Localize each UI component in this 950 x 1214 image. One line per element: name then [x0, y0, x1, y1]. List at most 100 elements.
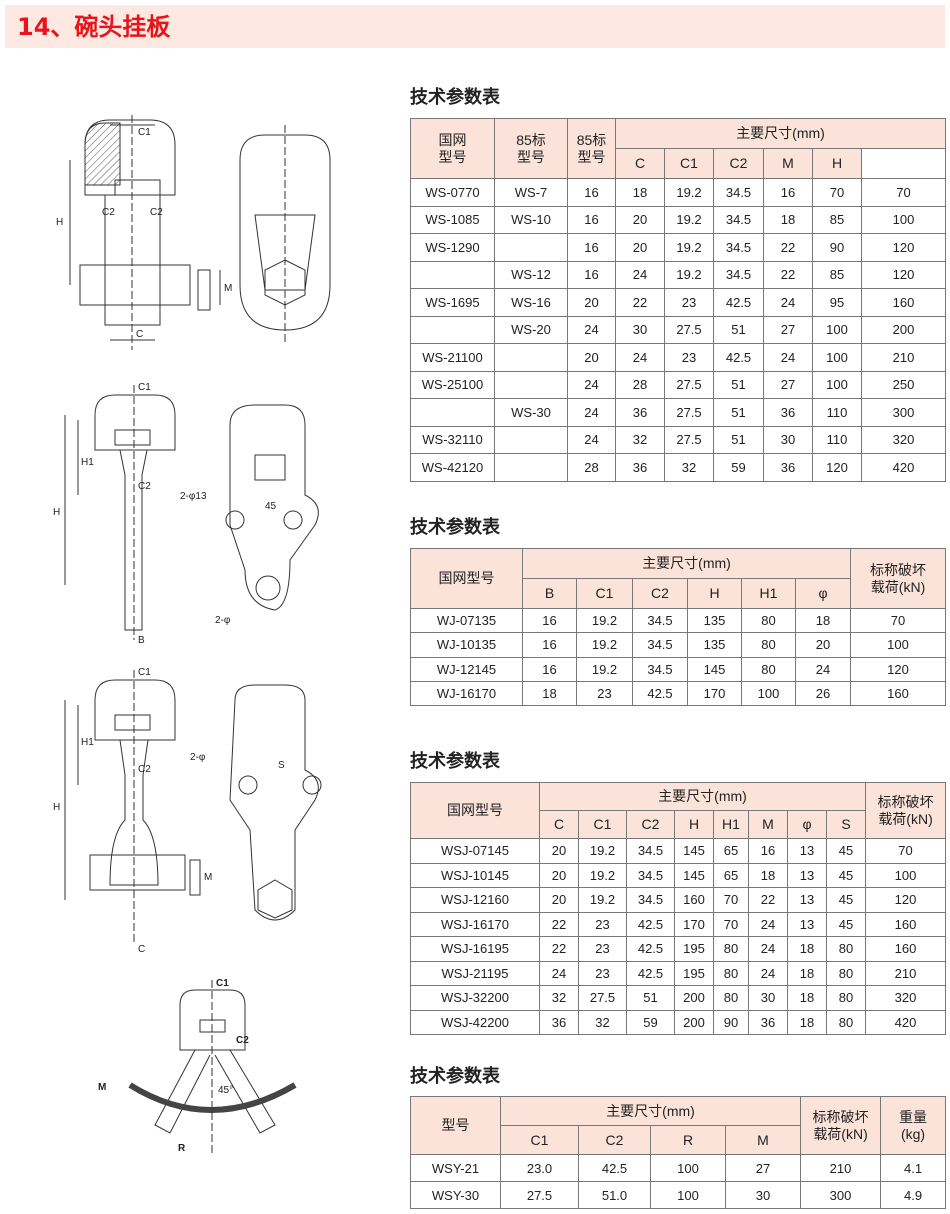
column-header: H1 — [741, 578, 796, 609]
table-cell: 110 — [812, 425, 862, 454]
fig3-m-label: M — [204, 872, 212, 883]
table-cell: WS-0770 — [410, 178, 495, 207]
table-cell: 20 — [567, 288, 616, 317]
fig4-angle-label: 45° — [218, 1085, 233, 1096]
column-header: C2 — [632, 578, 688, 609]
table-cell: 19.2 — [578, 838, 627, 864]
column-header: 型号 — [410, 1096, 501, 1155]
column-header: 重量(kg) — [880, 1096, 947, 1155]
table-cell: 170 — [674, 911, 714, 937]
table-cell: 65 — [713, 838, 749, 864]
fig2-h-label: H — [53, 507, 60, 518]
header-row: 型号主要尺寸(mm)标称破坏载荷(kN)重量(kg) — [410, 1096, 947, 1155]
table-cell: 16 — [522, 656, 577, 682]
table-cell: 19.2 — [578, 862, 627, 888]
table-cell — [494, 453, 568, 482]
fig3-c1-label: C1 — [138, 667, 151, 678]
table-cell: 80 — [741, 607, 796, 634]
table-cell: 24 — [748, 911, 788, 937]
table-cell: 80 — [741, 656, 796, 682]
table-cell: 24 — [748, 936, 788, 962]
table-cell: 20 — [615, 205, 665, 234]
table-cell: 45 — [825, 887, 867, 913]
table-cell: 22 — [539, 911, 579, 937]
column-header: 标称破坏载荷(kN) — [800, 1096, 882, 1155]
fig2-hole2-label: 2-φ — [215, 615, 231, 626]
column-header: H1 — [713, 810, 749, 839]
table-cell: 4.9 — [880, 1181, 947, 1209]
table-cell: 42.5 — [632, 680, 688, 707]
table-cell: 27 — [763, 315, 813, 344]
table-cell: 24 — [763, 343, 813, 372]
table-cell — [410, 260, 495, 289]
table-cell: 42.5 — [626, 936, 675, 962]
table-cell: 27.5 — [664, 370, 714, 399]
table-cell: 23 — [578, 936, 627, 962]
table-cell: 18 — [787, 936, 827, 962]
table-cell: 18 — [615, 178, 665, 207]
table-cell: 32 — [539, 985, 579, 1011]
table-cell: 320 — [860, 425, 947, 454]
table-cell: 18 — [794, 607, 852, 634]
table-cell: 23 — [578, 911, 627, 937]
table-cell: 80 — [825, 1009, 867, 1035]
table-cell: 420 — [860, 453, 947, 482]
column-header: φ — [787, 810, 827, 839]
table-cell: 27 — [724, 1154, 802, 1182]
table-cell: 210 — [865, 960, 947, 986]
table-cell: 120 — [850, 656, 947, 682]
table-cell: 195 — [674, 960, 714, 986]
table-cell: 22 — [539, 936, 579, 962]
table-cell: 13 — [787, 887, 827, 913]
table-cell: 420 — [865, 1009, 947, 1035]
table-cell: 100 — [860, 205, 947, 234]
table-cell: 80 — [825, 960, 867, 986]
table-cell: 34.5 — [626, 887, 675, 913]
table-cell: 145 — [687, 656, 742, 682]
table-cell: 16 — [748, 838, 788, 864]
table-cell: WS-16 — [494, 288, 568, 317]
table-cell: WSJ-10145 — [410, 862, 540, 888]
table-cell: 59 — [626, 1009, 675, 1035]
spec-table-ws: 国网型号85标型号85标型号主要尺寸(mm)标称破坏载荷(kN)CC1C2MHW… — [410, 118, 947, 482]
table-cell: 160 — [674, 887, 714, 913]
table-cell: 18 — [522, 680, 577, 707]
table-cell: 27 — [763, 370, 813, 399]
table-cell: 19.2 — [664, 260, 714, 289]
table-cell: WS-30 — [494, 398, 568, 427]
table-cell: 36 — [763, 398, 813, 427]
table-cell: 70 — [713, 911, 749, 937]
table3-title: 技术参数表 — [410, 751, 500, 772]
table-cell: 70 — [850, 607, 947, 634]
fig3-c2-label: C2 — [138, 764, 151, 775]
table-cell: 200 — [860, 315, 947, 344]
table-cell: 30 — [763, 425, 813, 454]
table-cell: 22 — [763, 233, 813, 262]
table-cell: 210 — [860, 343, 947, 372]
page-title: 14、碗头挂板 — [17, 13, 171, 41]
table-cell: WSJ-12160 — [410, 887, 540, 913]
fig4-r-label: R — [178, 1143, 186, 1154]
column-header: R — [650, 1125, 726, 1155]
table-cell: 170 — [687, 680, 742, 707]
table-cell: 200 — [674, 985, 714, 1011]
table-cell: WS-20 — [494, 315, 568, 344]
table-cell: WSJ-07145 — [410, 838, 540, 864]
table-cell: 36 — [763, 453, 813, 482]
table-cell: 26 — [794, 680, 852, 707]
table-cell: 100 — [741, 680, 796, 707]
table-cell: 16 — [567, 205, 616, 234]
table-cell: 24 — [539, 960, 579, 986]
table-cell — [494, 370, 568, 399]
table-cell: 19.2 — [576, 632, 633, 658]
column-header: B — [522, 578, 577, 609]
table-cell: 24 — [794, 656, 852, 682]
